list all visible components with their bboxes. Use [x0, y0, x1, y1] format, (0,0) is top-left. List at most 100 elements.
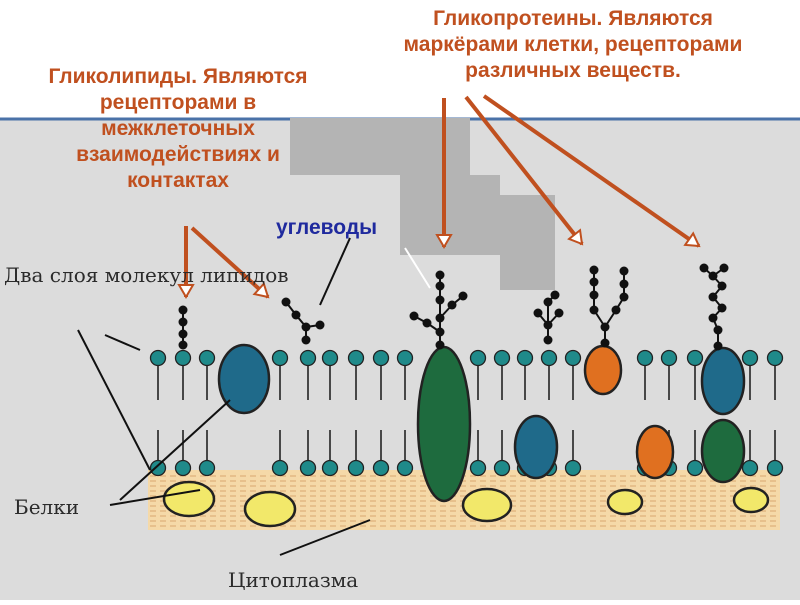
carbohydrate-chain-icon: [719, 263, 729, 273]
carbohydrate-chain-icon: [619, 279, 629, 289]
pointer-line: [319, 237, 351, 306]
carbohydrate-chain-icon: [435, 281, 445, 291]
glycolipids-line-4: взаимодействиях и: [76, 143, 280, 166]
glycoproteins-annotation: Гликопротеины. Являются маркёрами клетки…: [346, 6, 800, 84]
pointer-line: [77, 329, 151, 471]
pointer-line: [279, 519, 371, 556]
lipid-head-icon: [741, 459, 759, 477]
protein-green-transmembrane: [416, 345, 472, 503]
lipid-head-icon: [564, 349, 582, 367]
lipid-head-icon: [396, 459, 414, 477]
carbohydrate-chain-icon: [178, 340, 188, 350]
carbohydrate-chain-icon: [554, 308, 564, 318]
annotation-arrows: [177, 94, 701, 299]
pointer-line: [404, 247, 431, 289]
protein-blue: [217, 343, 271, 415]
carbohydrate-chain-icon: [708, 271, 718, 281]
glycolipids-line-2: рецепторами в: [99, 91, 257, 114]
lipid-head-icon: [516, 349, 534, 367]
carbohydrate-chain-icon: [301, 322, 311, 332]
carbohydrate-chain-icon: [447, 300, 457, 310]
carbohydrate-chain-icon: [178, 329, 188, 339]
carbohydrate-chain-icon: [619, 292, 629, 302]
lipid-head-icon: [660, 349, 678, 367]
lipid-head-icon: [396, 349, 414, 367]
protein-green: [700, 418, 746, 484]
arrow-icon: [190, 226, 270, 299]
protein-yellow: [732, 486, 770, 514]
carbohydrate-chain-icon: [619, 266, 629, 276]
protein-yellow: [243, 490, 297, 528]
protein-orange: [583, 344, 623, 396]
carbohydrate-chain-icon: [550, 290, 560, 300]
carbohydrate-chain-icon: [435, 340, 445, 350]
lipid-head-icon: [564, 459, 582, 477]
carbohydrate-chain-icon: [435, 295, 445, 305]
lipid-head-icon: [299, 349, 317, 367]
carbohydrate-chain-icon: [600, 322, 610, 332]
carbohydrate-chain-icon: [301, 335, 311, 345]
lipid-head-icon: [149, 349, 167, 367]
carbohydrate-chain-icon: [589, 277, 599, 287]
proteins: [162, 343, 770, 528]
lipid-head-icon: [766, 459, 784, 477]
protein-yellow: [606, 488, 644, 516]
lipid-head-icon: [174, 459, 192, 477]
carbohydrate-chain-icon: [435, 327, 445, 337]
arrow-head-icon: [567, 228, 584, 246]
lipid-head-icon: [347, 349, 365, 367]
pointer-line: [104, 334, 141, 351]
carbohydrate-chain-icon: [458, 291, 468, 301]
cytoplasm-label: Цитоплазма: [228, 568, 359, 592]
lipid-head-icon: [493, 349, 511, 367]
proteins-label: Белки: [14, 495, 80, 519]
arrow-head-icon: [435, 234, 453, 249]
lipid-head-icon: [271, 459, 289, 477]
protein-yellow: [162, 480, 216, 518]
carbohydrate-chain-icon: [600, 338, 610, 348]
lipid-head-icon: [469, 349, 487, 367]
carbohydrate-chain-icon: [699, 263, 709, 273]
carbohydrate-chain-icon: [435, 270, 445, 280]
arrow-icon: [464, 95, 584, 246]
lipid-head-icon: [469, 459, 487, 477]
arrow-head-icon: [252, 281, 270, 299]
lipid-head-icon: [299, 459, 317, 477]
carbohydrate-chain-icon: [422, 318, 432, 328]
glycoproteins-line-1: Гликопротеины. Являются: [433, 7, 713, 30]
lipid-head-icon: [493, 459, 511, 477]
carbohydrate-chain-icon: [589, 290, 599, 300]
carbohydrate-chain-icon: [713, 341, 723, 351]
lipid-head-icon: [149, 459, 167, 477]
glycolipids-annotation: Гликолипиды. Являются рецепторами в межк…: [0, 64, 356, 194]
carbohydrate-chain-icon: [543, 335, 553, 345]
carbohydrate-chain-icon: [178, 305, 188, 315]
carbohydrate-chain-icon: [543, 320, 553, 330]
lipid-head-icon: [321, 459, 339, 477]
carbohydrate-chain-icon: [178, 317, 188, 327]
two-lipid-layers-label: Два слоя молекул липидов: [4, 263, 289, 287]
grey-block-shape: [290, 118, 555, 290]
carbohydrate-chain-icon: [409, 311, 419, 321]
carbohydrate-chain-icon: [435, 313, 445, 323]
carbohydrate-chain-icon: [589, 305, 599, 315]
protein-orange: [635, 424, 675, 480]
carbohydrate-chain-icon: [291, 310, 301, 320]
lipid-head-icon: [636, 349, 654, 367]
glycoproteins-line-2: маркёрами клетки, рецепторами: [403, 33, 743, 56]
carbohydrate-chain-icon: [708, 313, 718, 323]
carbohydrate-chain-icon: [533, 308, 543, 318]
protein-blue: [513, 414, 559, 480]
glycoproteins-line-3: различных веществ.: [465, 59, 681, 82]
lipid-head-icon: [372, 349, 390, 367]
lipid-head-icon: [741, 349, 759, 367]
carbohydrate-chain-icon: [713, 325, 723, 335]
carbohydrate-chain-icon: [611, 305, 621, 315]
pointer-line: [109, 489, 201, 506]
carbohydrate-chain-icon: [708, 292, 718, 302]
glycolipids-line-5: контактах: [127, 169, 229, 192]
protein-blue: [700, 346, 746, 416]
carbohydrate-chain-icon: [281, 297, 291, 307]
